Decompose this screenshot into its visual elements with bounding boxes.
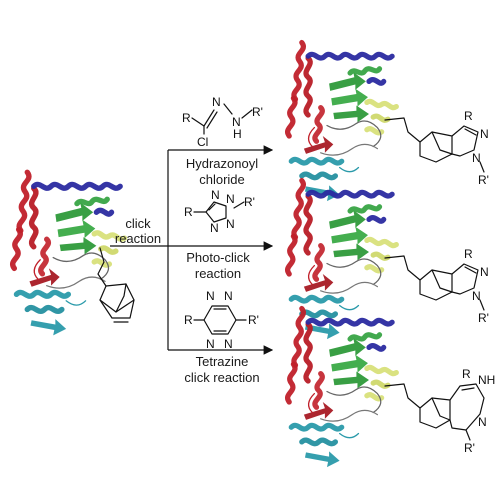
svg-text:NH: NH [478, 373, 495, 387]
protein-icon [288, 43, 397, 202]
hydrazonoyl-chloride-structure: R N N H R' Cl [182, 95, 263, 149]
svg-text:N: N [472, 151, 481, 165]
product-1: R N N R' [288, 43, 489, 202]
svg-text:N: N [472, 289, 481, 303]
click-reaction-label-line1: click [125, 216, 151, 231]
norbornene [99, 283, 135, 323]
product-2: R N N R' [288, 181, 489, 340]
svg-text:N: N [224, 289, 233, 303]
svg-text:R: R [182, 111, 191, 125]
svg-text:N: N [478, 415, 487, 429]
svg-text:R: R [462, 367, 471, 381]
svg-text:R: R [464, 247, 473, 261]
hydrazonoyl-caption-line1: Hydrazonoyl [186, 156, 258, 171]
svg-text:N: N [480, 265, 489, 279]
linker [97, 247, 107, 287]
hydrazonoyl-caption-line2: chloride [199, 172, 245, 187]
svg-text:N: N [226, 217, 235, 231]
svg-text:H: H [233, 127, 242, 141]
svg-text:N: N [232, 115, 241, 129]
svg-text:N: N [206, 337, 215, 351]
svg-text:R': R' [478, 173, 489, 187]
svg-text:R: R [464, 109, 473, 123]
svg-text:N: N [212, 95, 221, 109]
svg-text:R: R [184, 313, 193, 327]
svg-text:R': R' [244, 195, 255, 209]
svg-text:R': R' [252, 105, 263, 119]
reaction-arrows [110, 145, 274, 355]
product-3: R NH N R' [288, 309, 495, 468]
svg-text:R: R [184, 205, 193, 219]
svg-text:N: N [226, 192, 235, 206]
tetrazine-caption-line2: click reaction [184, 370, 259, 385]
svg-text:Cl: Cl [197, 135, 208, 149]
svg-text:N: N [224, 337, 233, 351]
svg-text:N: N [206, 289, 215, 303]
click-reaction-label-line2: reaction [115, 231, 161, 246]
svg-text:R': R' [248, 313, 259, 327]
photo-click-caption-line2: reaction [195, 266, 241, 281]
svg-text:R': R' [464, 441, 475, 455]
protein-icon [288, 309, 397, 468]
tetrazole-structure: R N N N N R' [184, 188, 255, 235]
tetrazine-structure: R N N N N R' [184, 289, 259, 351]
starting-protein [13, 172, 135, 335]
svg-text:R': R' [478, 311, 489, 325]
svg-text:N: N [210, 221, 219, 235]
svg-text:N: N [211, 188, 220, 202]
photo-click-caption-line1: Photo-click [186, 250, 250, 265]
tetrazine-caption-line1: Tetrazine [196, 354, 249, 369]
svg-text:N: N [480, 127, 489, 141]
